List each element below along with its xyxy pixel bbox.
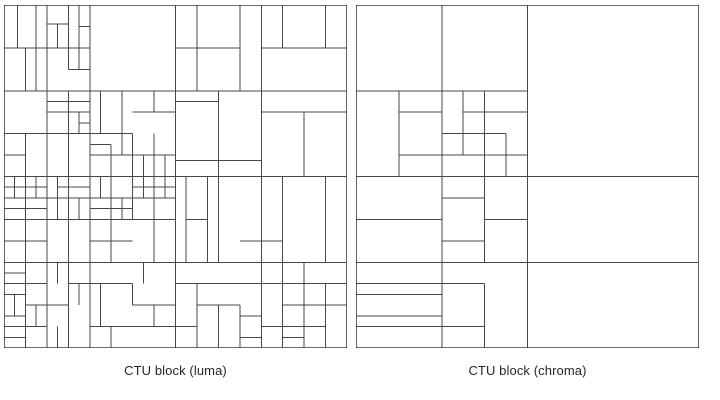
luma-caption: CTU block (luma) — [124, 363, 227, 378]
chroma-caption: CTU block (chroma) — [468, 363, 587, 378]
luma-partition-grid — [4, 5, 347, 348]
luma-ctu-diagram — [4, 5, 347, 348]
chroma-partition-grid — [356, 5, 699, 348]
chroma-ctu-diagram — [356, 5, 699, 348]
